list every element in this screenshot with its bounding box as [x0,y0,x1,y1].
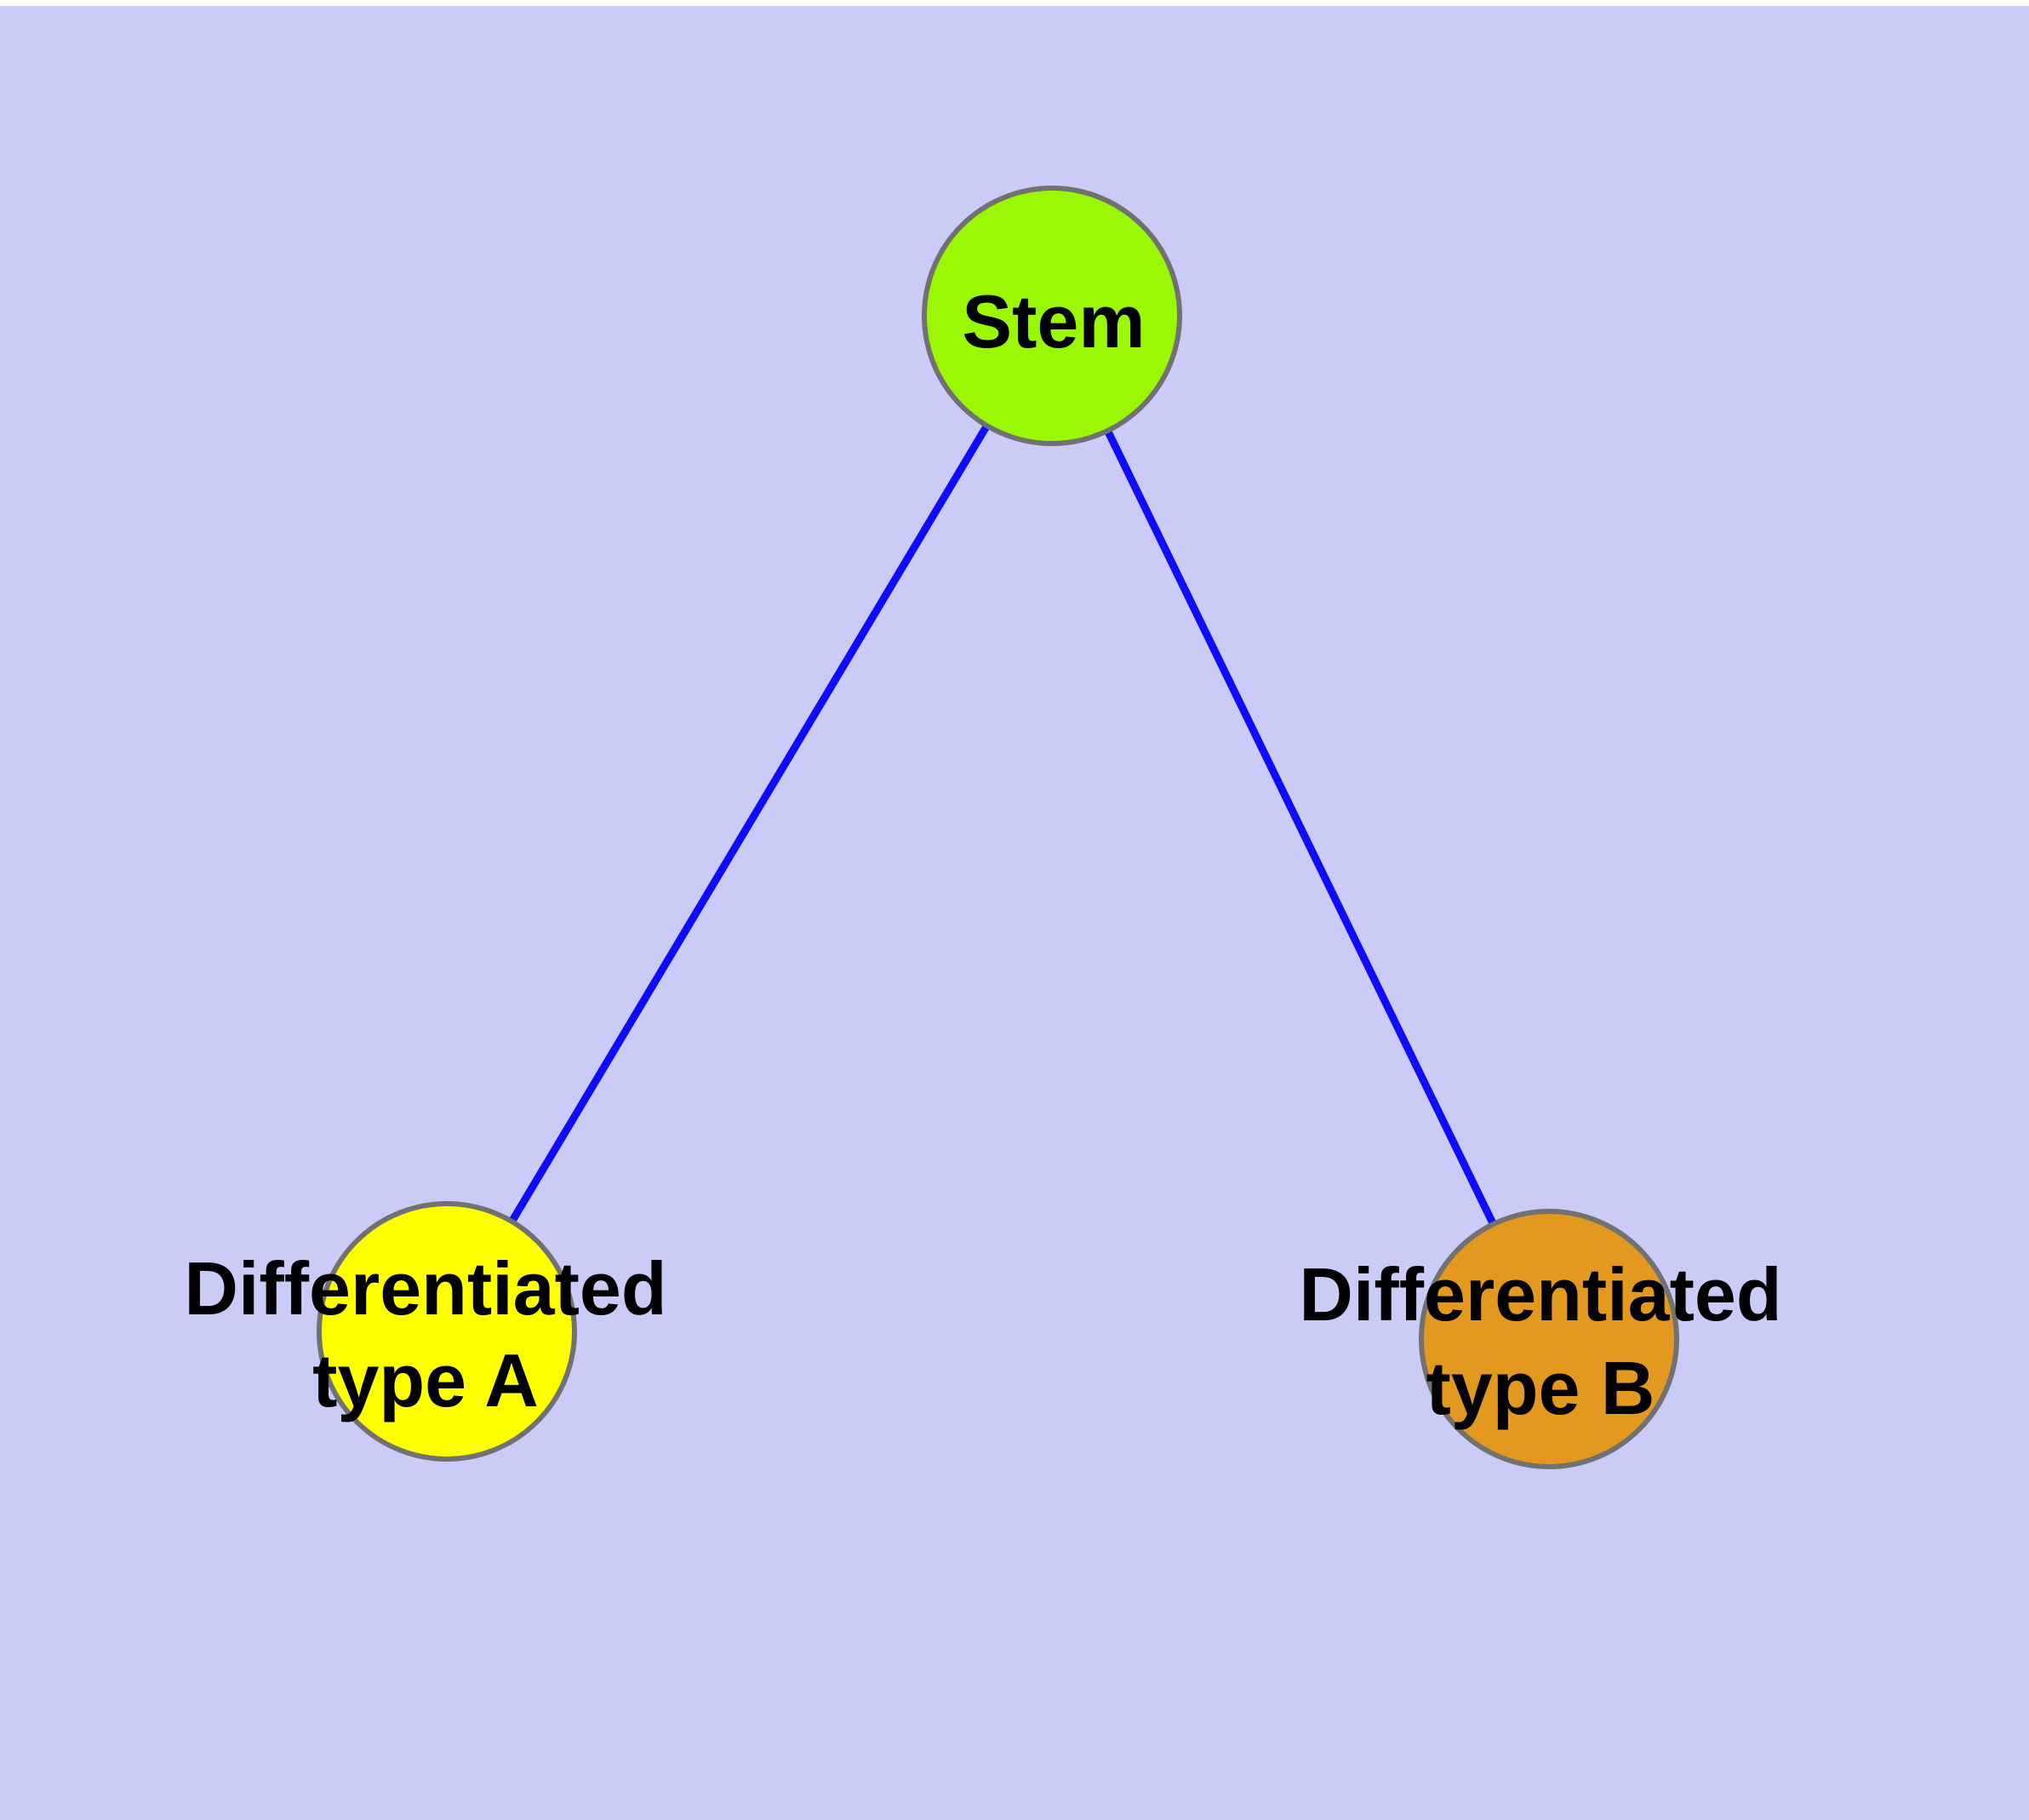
node-differentiated-type-a-label-line1: Differentiated [184,1246,666,1331]
node-differentiated-type-a [317,1201,577,1462]
node-stem-label: Stem [962,279,1145,363]
node-differentiated-type-b-label-line1: Differentiated [1299,1252,1781,1336]
node-differentiated-type-a-label-line2: type A [312,1338,539,1422]
node-differentiated-type-b-label-line2: type B [1426,1346,1655,1430]
edge-stem-to-type-b [1104,430,1497,1225]
edge-stem-to-type-a [509,424,990,1223]
node-differentiated-type-b [1419,1209,1679,1469]
node-stem [922,186,1182,446]
